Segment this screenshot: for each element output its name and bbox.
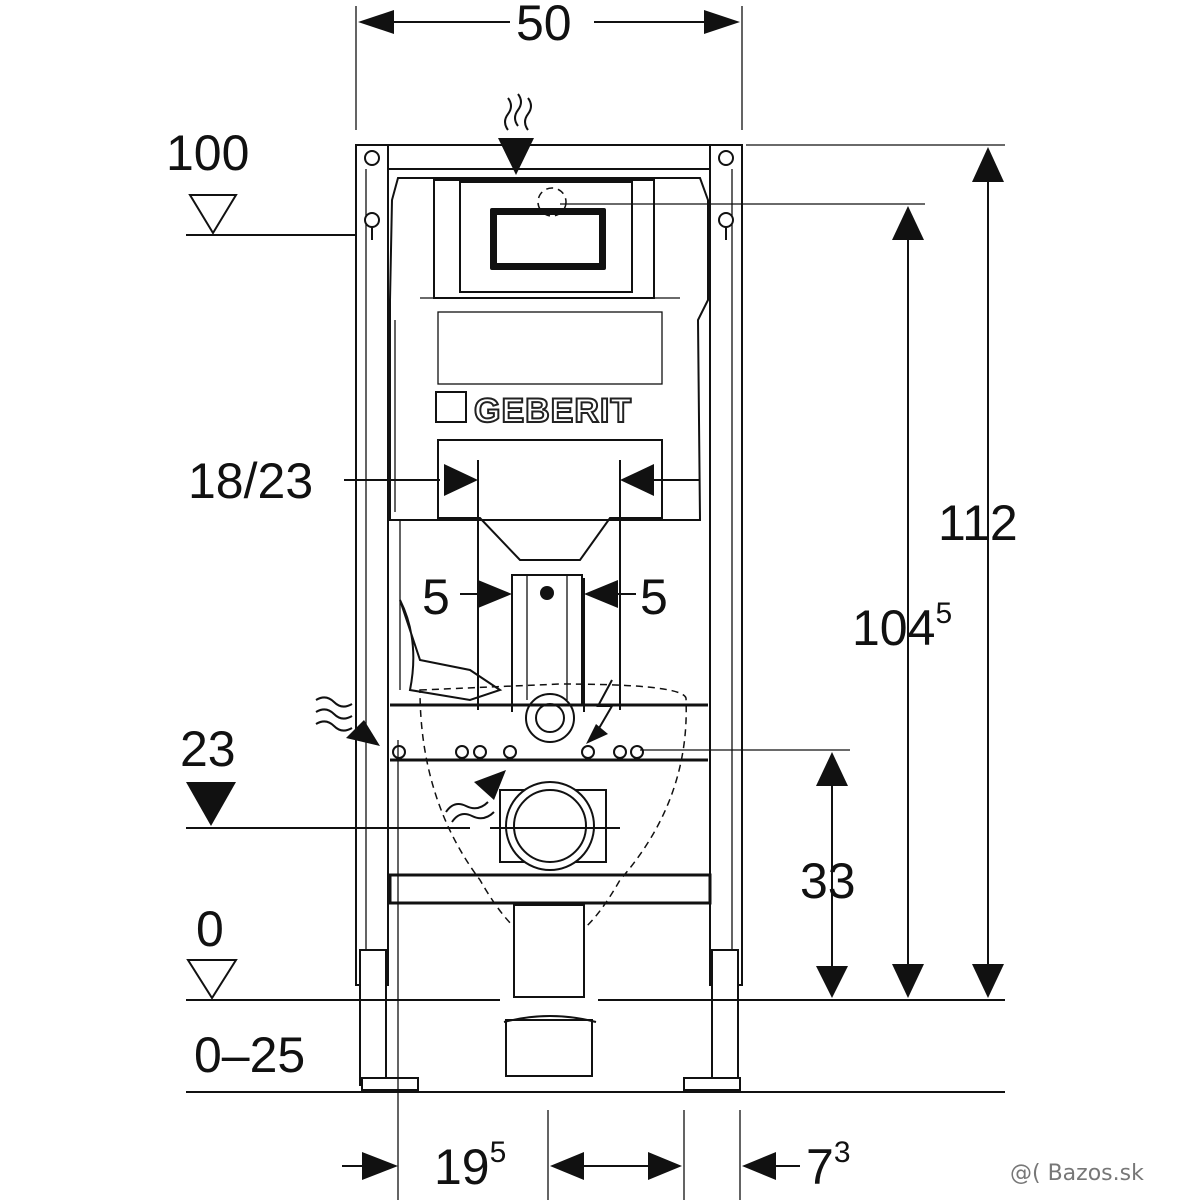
- dim-104-sup: 5: [935, 597, 952, 630]
- svg-text:1045: 1045: [852, 597, 952, 656]
- dim-floor-0: 0 0–25: [186, 901, 305, 1083]
- supply-height-label: 23: [180, 721, 236, 777]
- dim-ref-100: 100: [166, 125, 356, 236]
- floor-label: 0: [196, 901, 224, 957]
- label-18-23: 18/23: [188, 453, 313, 509]
- width-label: 50: [516, 0, 572, 51]
- brand-logo: GEBERIT: [474, 392, 632, 430]
- dim-7-base: 7: [806, 1139, 834, 1195]
- dim-width: 50: [355, 0, 743, 130]
- svg-text:195: 195: [434, 1136, 506, 1195]
- cistern: GEBERIT: [389, 177, 709, 561]
- offset-right-label: 5: [640, 569, 668, 625]
- offset-left-label: 5: [422, 569, 450, 625]
- dim-19-base: 19: [434, 1139, 490, 1195]
- floor-lines: [186, 999, 1005, 1093]
- electric-symbol: [586, 679, 614, 744]
- total-height-label: 112: [938, 495, 1018, 551]
- dim-supply-23: 23: [180, 721, 620, 829]
- dim-104-base: 104: [852, 600, 935, 656]
- dim-19-sup: 5: [490, 1136, 507, 1169]
- dim-104-5: 1045: [560, 203, 952, 998]
- svg-text:73: 73: [806, 1136, 851, 1195]
- inlet-arrow-top: [498, 93, 534, 175]
- drain-connection: [388, 781, 712, 1077]
- ref-100-label: 100: [166, 125, 249, 181]
- fixing-points: [392, 745, 644, 759]
- drain-height-label: 33: [800, 853, 856, 909]
- dim-drain-33: 33: [640, 749, 856, 998]
- watermark: @( Bazos.sk: [1010, 1161, 1144, 1186]
- dim-total-112: 112: [746, 144, 1018, 998]
- dim-bottom-19-5: 195: [342, 740, 549, 1200]
- adjust-range-label: 0–25: [194, 1027, 305, 1083]
- side-supply-arrow: [315, 696, 380, 746]
- frame: [355, 144, 743, 1091]
- dim-bottom-spacing: [550, 1110, 685, 1200]
- dim-7-sup: 3: [834, 1136, 851, 1169]
- dim-bottom-7-3: 73: [739, 1110, 851, 1200]
- dim-offsets-5: 5 5: [422, 569, 668, 712]
- dim-18-23: 18/23: [188, 453, 700, 710]
- lower-supply-arrow: [445, 770, 506, 823]
- flush-pipe: [390, 520, 708, 762]
